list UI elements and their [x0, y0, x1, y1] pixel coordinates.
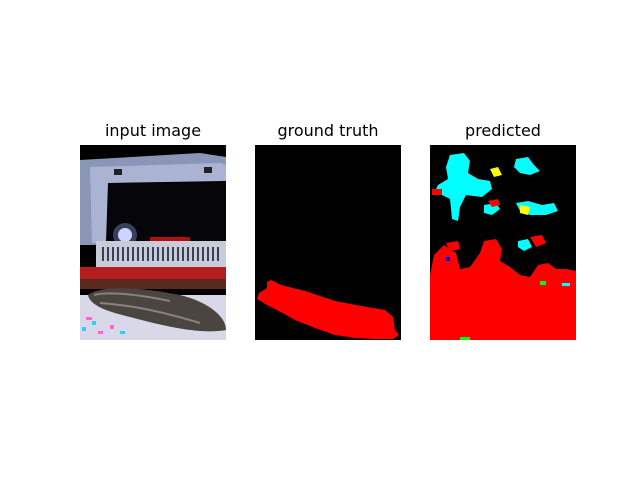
predicted-title: predicted — [465, 121, 541, 140]
input-image-title: input image — [104, 121, 202, 140]
ground-truth-mask — [255, 145, 401, 340]
predicted-mask — [430, 145, 576, 340]
input-image — [80, 145, 226, 340]
ground-truth-title: ground truth — [277, 121, 379, 140]
